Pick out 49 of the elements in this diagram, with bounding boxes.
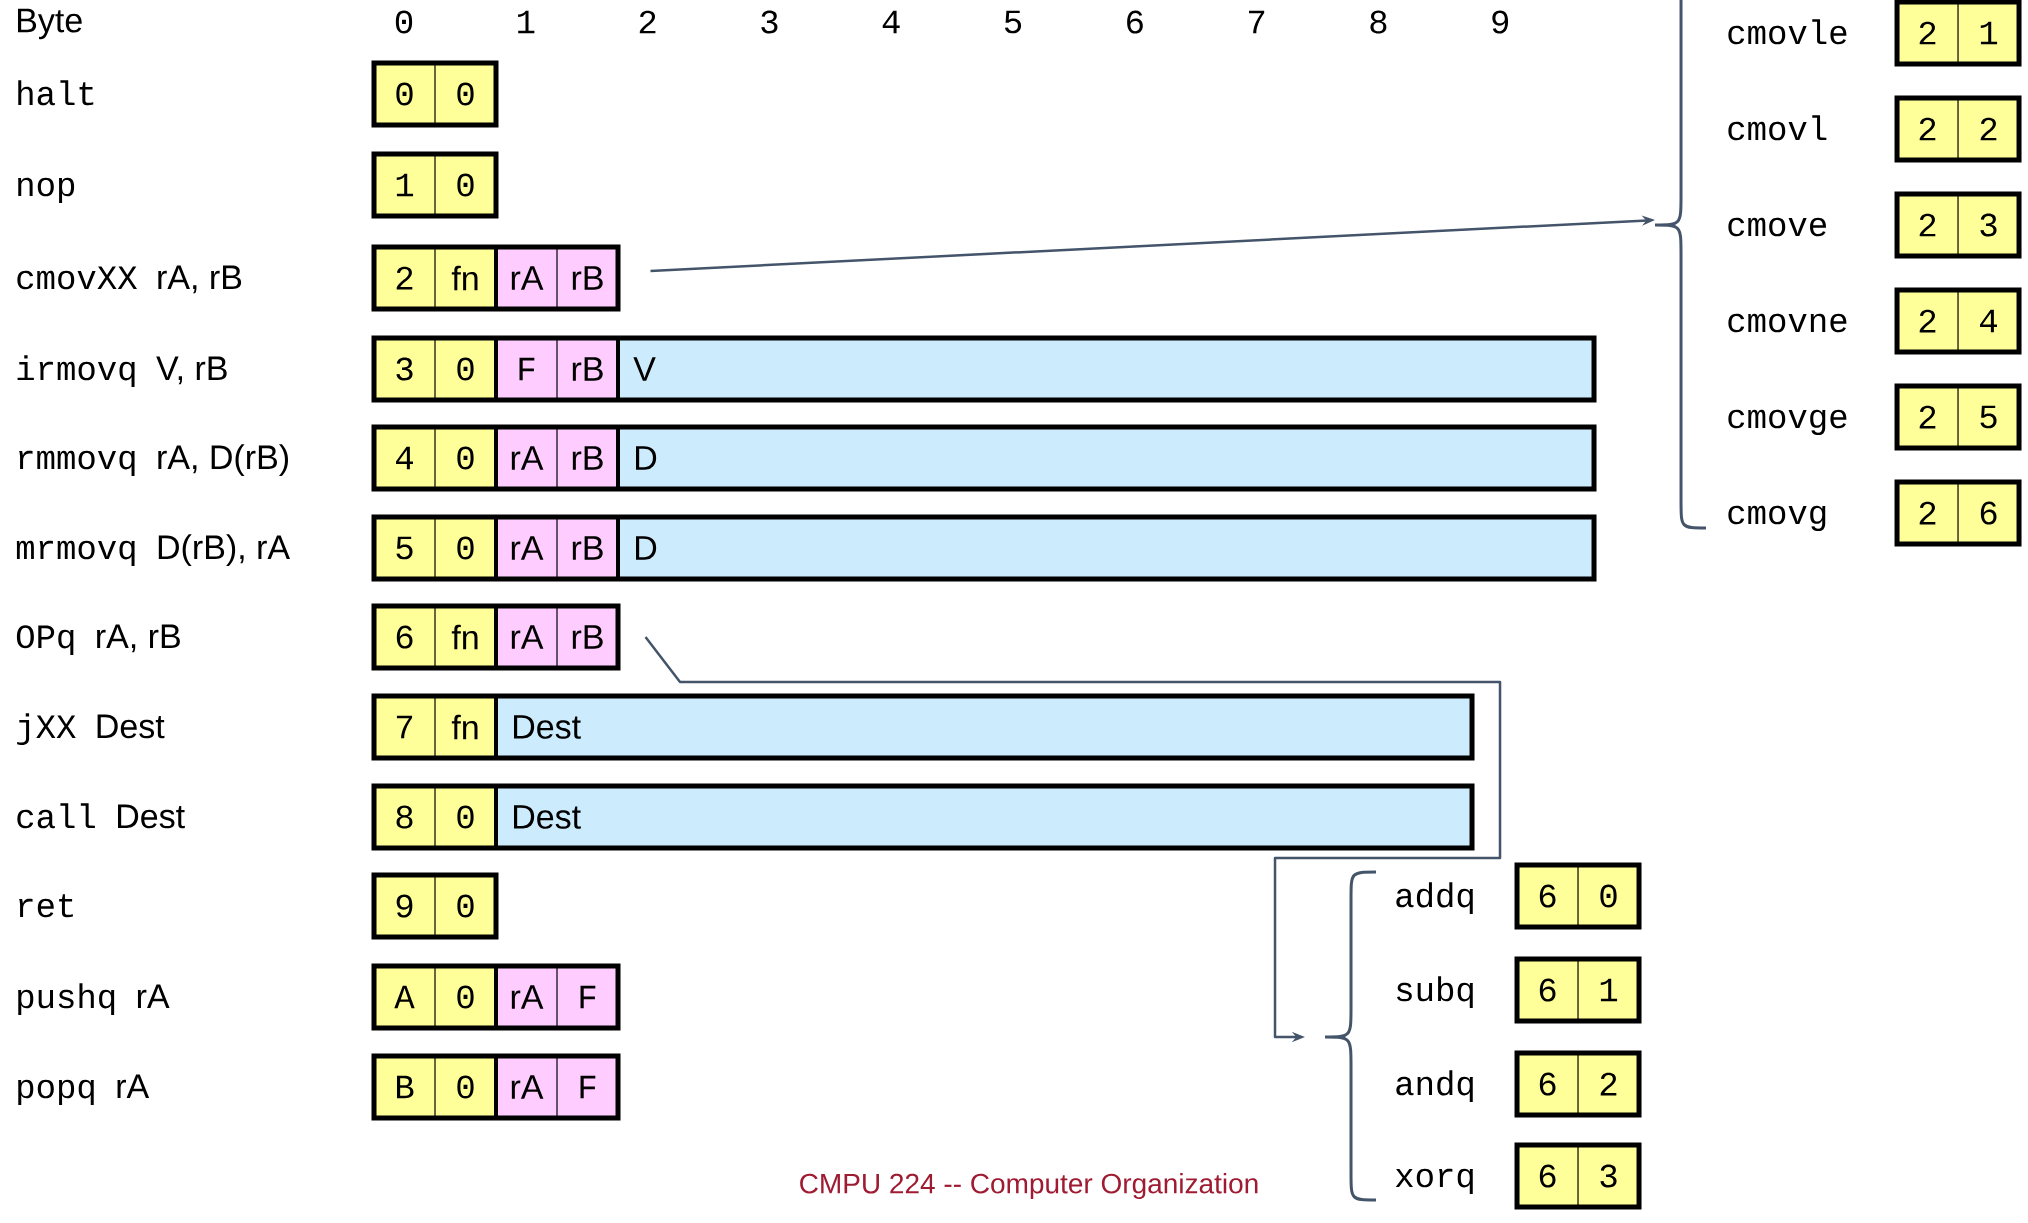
instruction-label: cmovg <box>1728 505 1826 532</box>
field-cell: V <box>618 338 1594 400</box>
curly-brace <box>1323 870 1377 1202</box>
instruction-label: popq <box>18 1079 94 1106</box>
field-cell: D <box>618 517 1594 579</box>
operand-label: V, rB <box>156 356 227 385</box>
column-number: 6 <box>1127 10 1143 34</box>
instruction-label: cmovl <box>1728 115 1827 141</box>
operand-label: Dest <box>118 804 185 829</box>
instruction-label: andq <box>1396 1070 1473 1103</box>
column-number: 4 <box>882 10 900 34</box>
instruction-label: cmovle <box>1728 19 1847 45</box>
column-number: 5 <box>1004 10 1022 34</box>
instruction-label: xorq <box>1395 1168 1473 1195</box>
instruction-label: halt <box>18 80 94 106</box>
column-number: 1 <box>518 10 535 34</box>
instruction-label: addq <box>1396 882 1473 915</box>
column-heading: Byte <box>18 8 82 40</box>
column-number: 2 <box>639 10 656 34</box>
instruction-label: cmovge <box>1728 409 1847 436</box>
operand-label: rA <box>137 984 170 1008</box>
operand-label: rA, D(rB) <box>158 444 288 477</box>
instruction-label: subq <box>1397 976 1473 1009</box>
field-cell: D <box>618 427 1594 489</box>
instruction-label: nop <box>18 177 75 204</box>
column-number: 9 <box>1492 10 1509 34</box>
instruction-label: cmovne <box>1728 313 1847 333</box>
instruction-label: jXX <box>17 713 76 746</box>
instruction-label: cmovXX <box>17 266 137 290</box>
column-number: 3 <box>761 10 778 34</box>
field-cell: Dest <box>496 786 1472 848</box>
operand-label: D(rB), rA <box>158 534 290 567</box>
instruction-label: cmove <box>1728 217 1826 237</box>
instruction-label: call <box>17 803 95 829</box>
instruction-label: OPq <box>16 625 74 656</box>
instruction-label: pushq <box>18 983 115 1016</box>
column-number: 8 <box>1370 10 1387 34</box>
instruction-label: irmovq <box>17 355 135 388</box>
operand-label: Dest <box>97 714 165 739</box>
instruction-label: mrmovq <box>16 540 135 567</box>
operand-label: rA, rB <box>97 624 180 653</box>
instruction-label: ret <box>19 894 73 918</box>
footer-text: CMPU 224 -- Computer Organization <box>800 1173 1258 1200</box>
column-number: 7 <box>1249 10 1265 34</box>
curly-brace <box>1653 0 1707 530</box>
operand-label: rA <box>117 1074 150 1098</box>
instruction-label: rmmovq <box>19 450 135 477</box>
operand-label: rA, rB <box>158 265 242 294</box>
field-cell: Dest <box>496 696 1472 758</box>
